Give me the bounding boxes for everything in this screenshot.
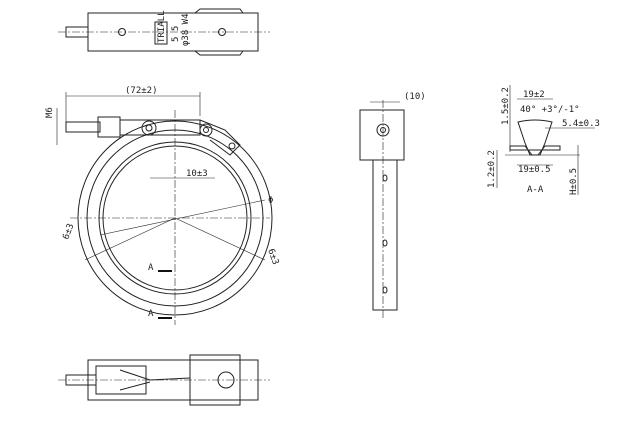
dim-thickness: 1.2±0.2	[487, 150, 497, 188]
mark-text: φ38 W4	[181, 13, 191, 46]
dim-depth: 5.4±0.3	[562, 119, 600, 129]
dim-thread: M6	[45, 107, 55, 118]
dim-height-top: 1.5±0.2	[501, 87, 511, 125]
section-view: 19±2 40° +3°/-1° 1.5±0.2 5.4±0.3 1.2±0.2…	[487, 85, 600, 195]
dim-left-angle: 6±3	[61, 222, 76, 241]
top-view: TRIALL 5 5 φ38 W4	[58, 8, 270, 56]
dim-width: (10)	[404, 92, 426, 102]
brand-logo: TRIALL	[157, 10, 167, 43]
front-view: (72±2) M6 10±3 Φ 6±3 6±3 A A	[45, 86, 280, 325]
section-mark: A	[148, 309, 154, 319]
dim-right-angle: 6±3	[265, 248, 280, 267]
dim-top-width: 19±2	[523, 90, 545, 100]
dim-bottom-width: 19±0.5	[518, 165, 551, 175]
section-title: A-A	[527, 185, 544, 195]
dim-angle: 40° +3°/-1°	[520, 105, 580, 115]
section-mark: A	[148, 263, 154, 273]
brand-logo-box	[154, 21, 168, 45]
dim-diameter: Φ	[268, 196, 273, 206]
dim-length: (72±2)	[125, 86, 158, 96]
dim-offset: 10±3	[186, 169, 208, 179]
side-view: (10)	[359, 92, 426, 318]
mark-text: 5 5	[171, 26, 181, 42]
bottom-view	[58, 354, 270, 406]
dim-h: H±0.5	[569, 168, 579, 195]
